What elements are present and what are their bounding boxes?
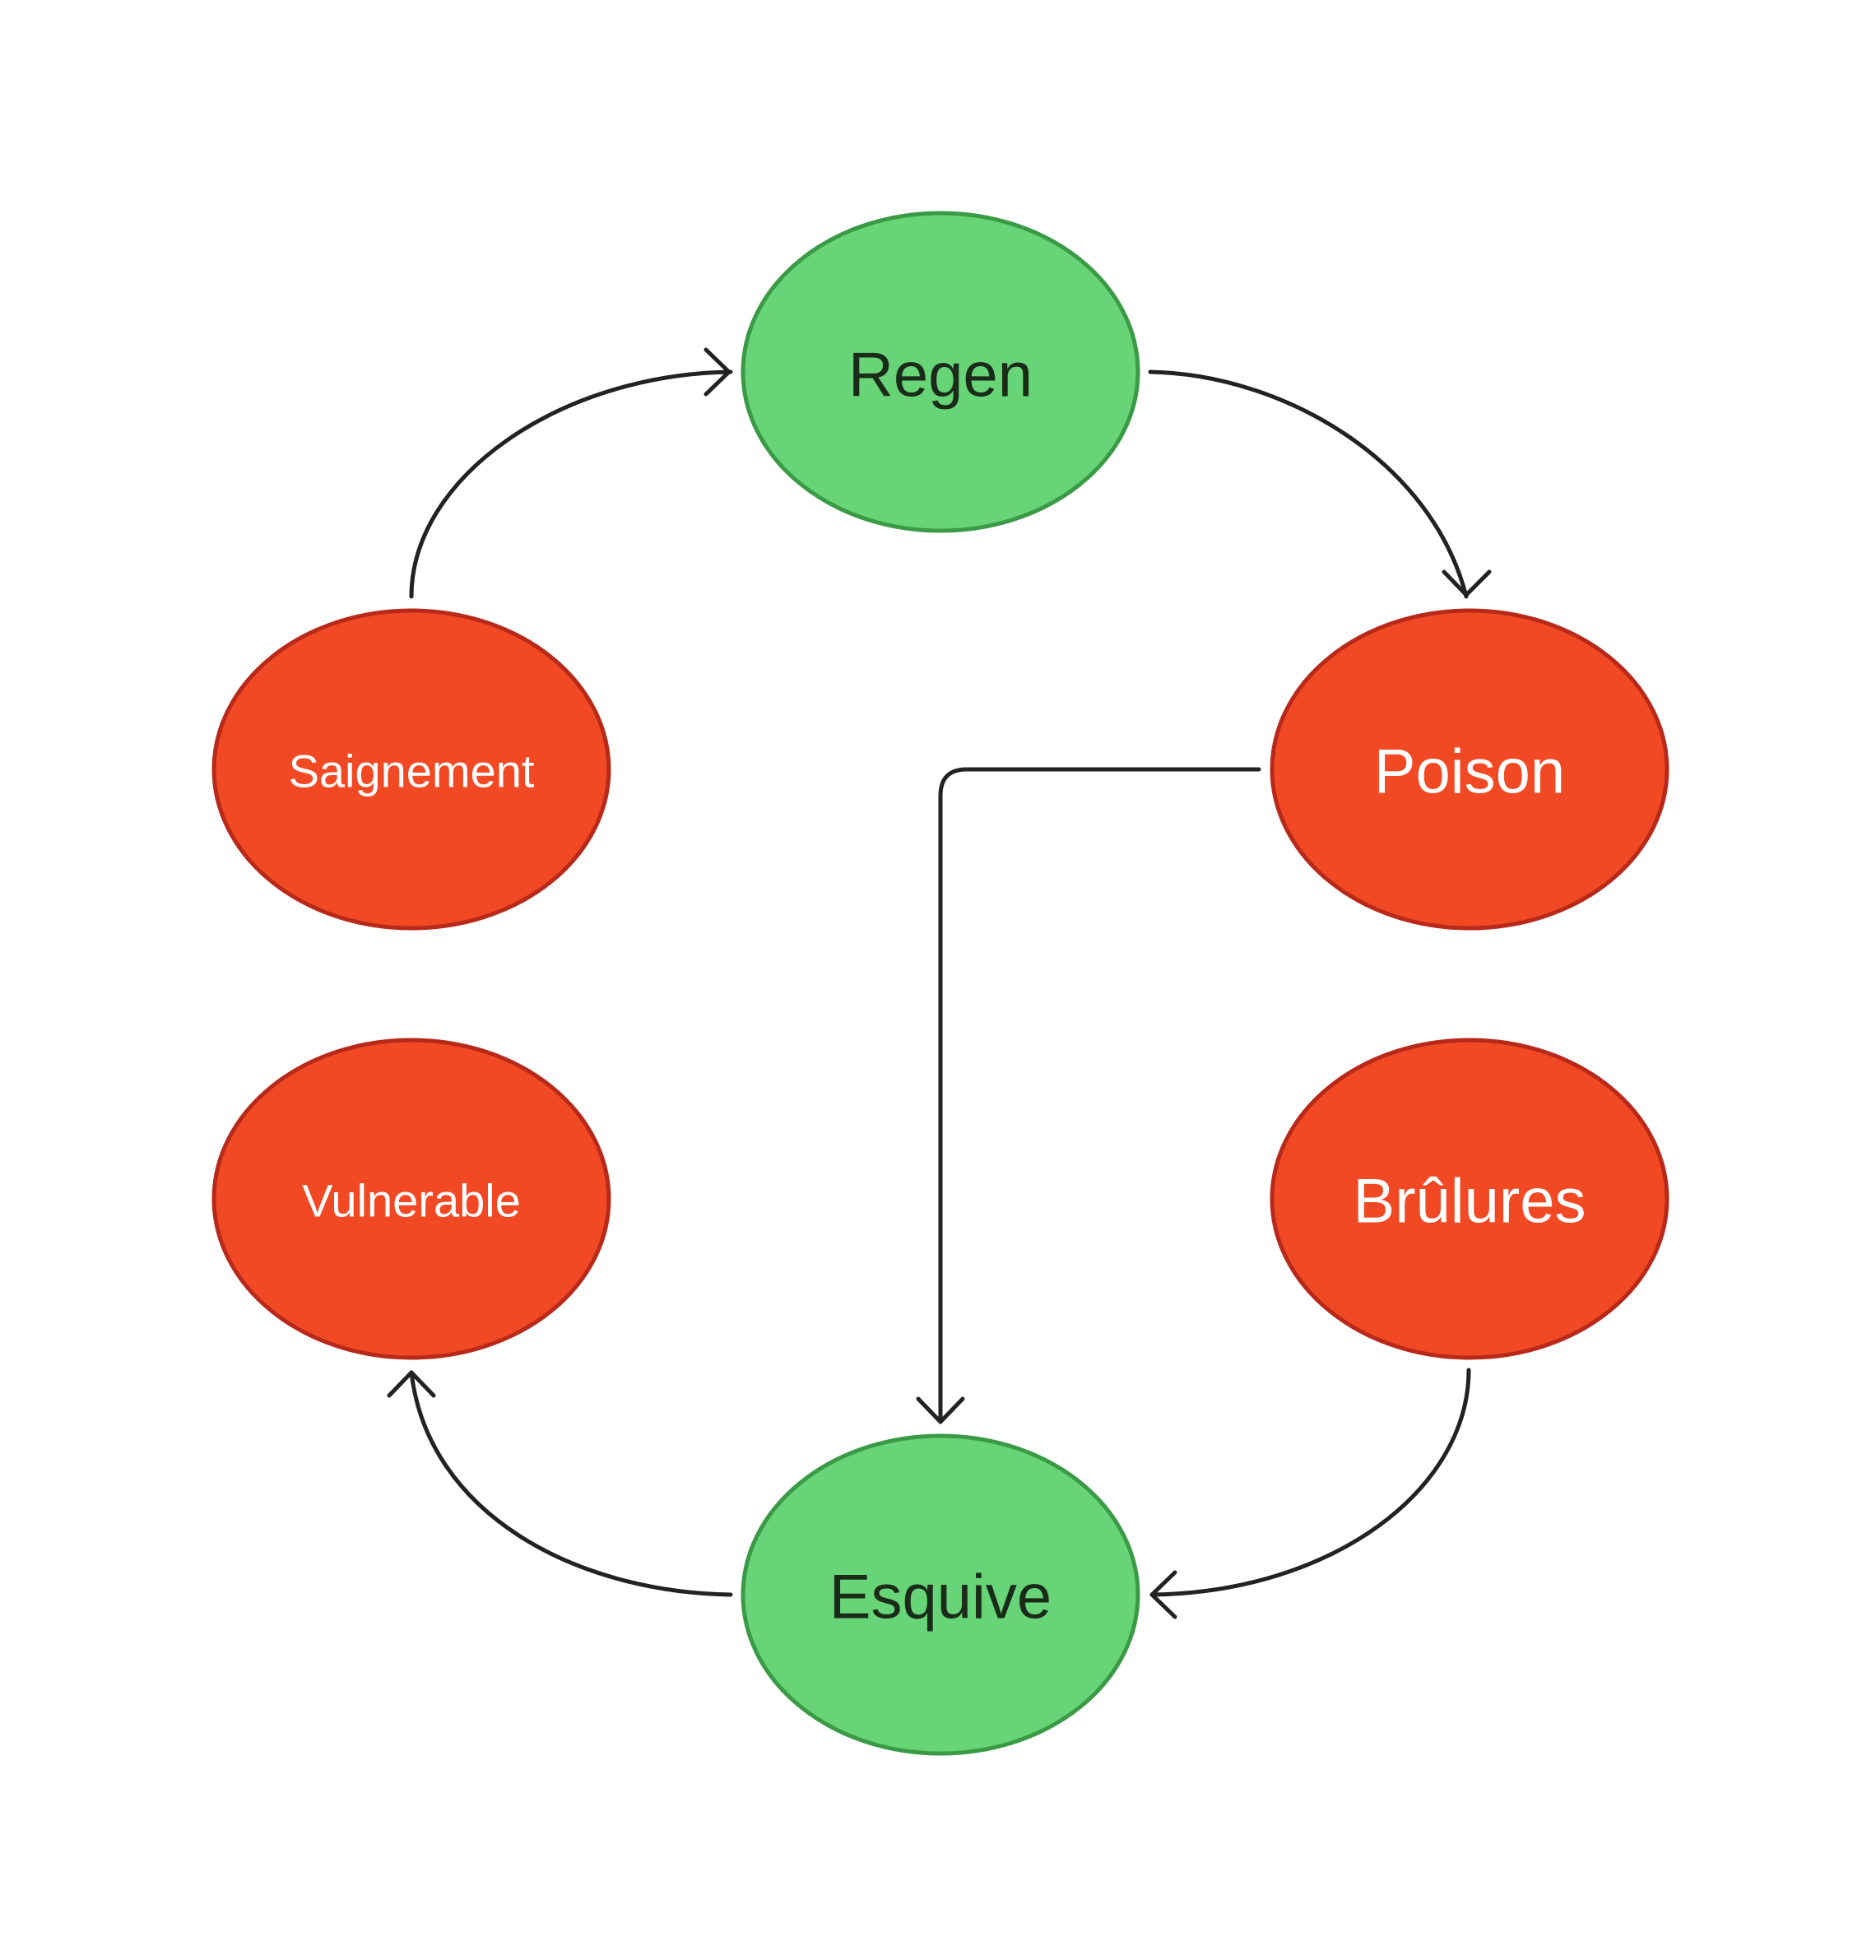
node-regen-label: Regen <box>848 341 1033 411</box>
node-brulures: Brûlures <box>1270 1038 1669 1360</box>
node-brulures-label: Brûlures <box>1354 1167 1586 1237</box>
node-esquive-shape <box>741 1433 1140 1756</box>
node-vulnerable: Vulnerable <box>211 1038 611 1360</box>
node-vulnerable-label: Vulnerable <box>302 1175 521 1227</box>
edges <box>387 347 1492 1619</box>
node-esquive-label: Esquive <box>829 1563 1052 1633</box>
node-regen-shape <box>741 211 1140 533</box>
edge-esquive-to-vulnerable <box>409 1370 733 1597</box>
arrowhead-esquive-right-icon <box>1149 1570 1177 1619</box>
node-poison: Poison <box>1270 608 1669 931</box>
node-poison-shape <box>1270 608 1669 931</box>
node-regen: Regen <box>741 211 1140 533</box>
node-vulnerable-shape <box>211 1038 611 1360</box>
edge-poison-to-esquive <box>938 767 1261 1424</box>
node-brulures-shape <box>1270 1038 1669 1360</box>
node-saignement: Saignement <box>211 608 611 931</box>
edge-regen-to-poison <box>1148 369 1469 599</box>
arrowhead-regen-icon <box>704 347 731 397</box>
arrowhead-poison-icon <box>1442 569 1492 597</box>
edge-brulures-to-esquive <box>1149 1368 1471 1597</box>
arrowhead-esquive-top-icon <box>916 1396 965 1424</box>
node-poison-label: Poison <box>1374 737 1565 807</box>
node-saignement-shape <box>211 608 611 931</box>
node-saignement-label: Saignement <box>289 745 535 797</box>
arrowhead-vulnerable-icon <box>387 1370 436 1398</box>
node-esquive: Esquive <box>741 1433 1140 1756</box>
edge-saignement-to-regen <box>409 369 733 599</box>
